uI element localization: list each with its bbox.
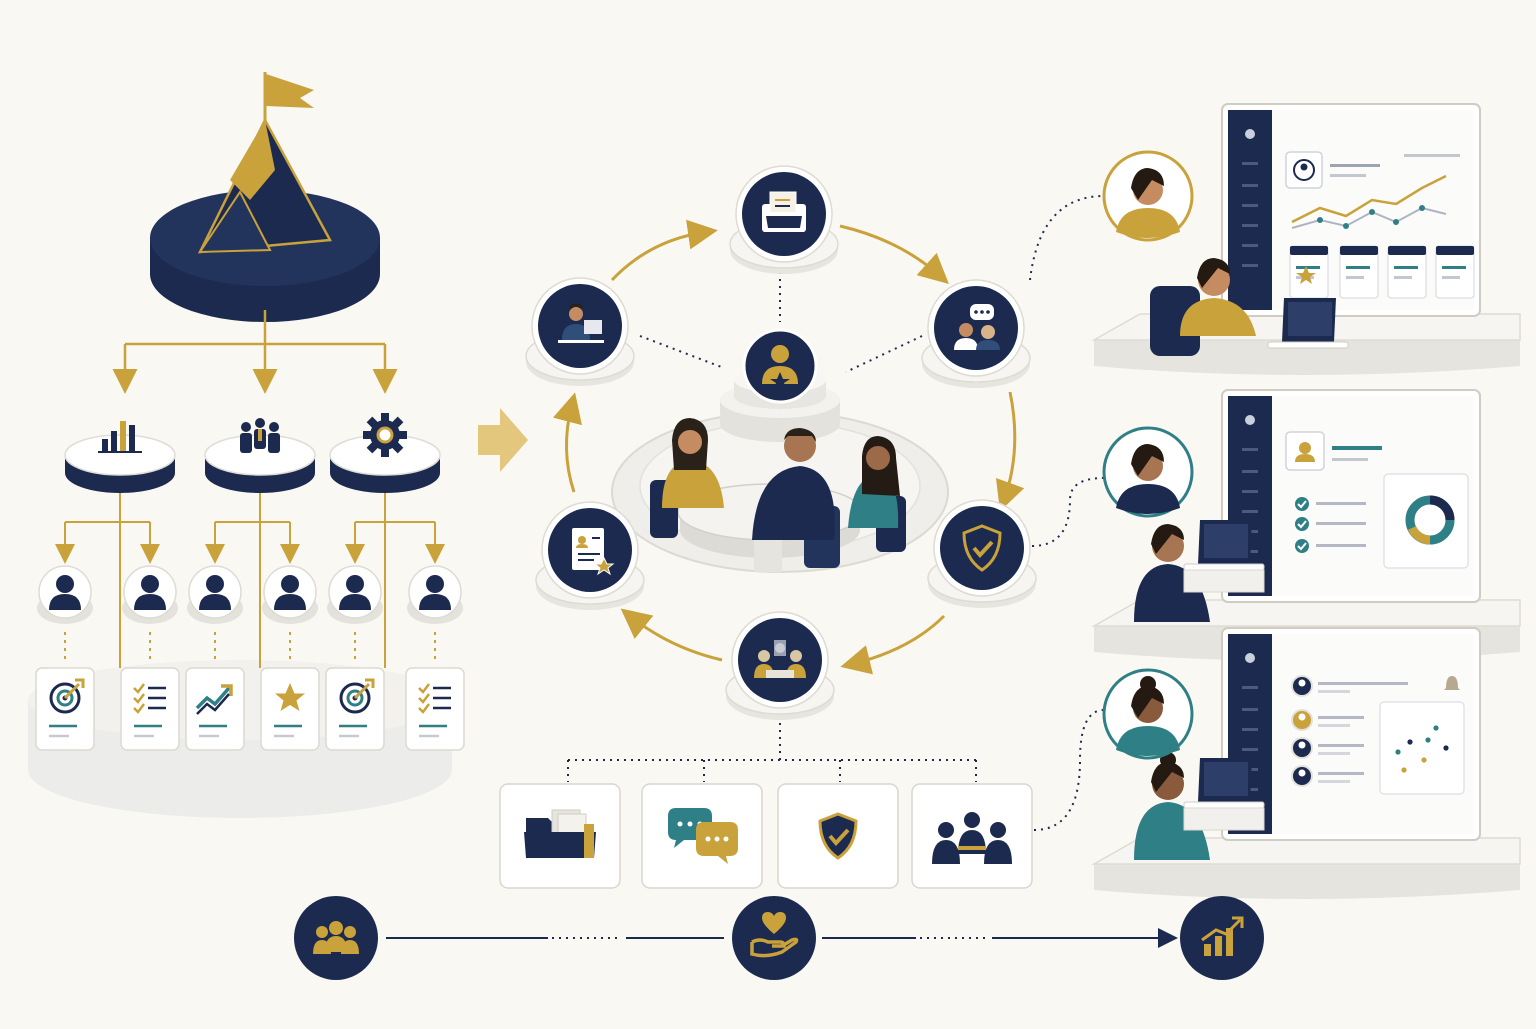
branch-node-3: [329, 413, 441, 493]
meeting-person-navy: [752, 428, 840, 568]
team-meeting-icon: [754, 640, 806, 678]
target-icon: [49, 678, 85, 714]
folder-document-icon: [762, 191, 806, 232]
person-avatar-icon: [274, 575, 306, 610]
checklist-icon: [133, 683, 166, 714]
person-avatar-icon: [134, 575, 166, 610]
person-avatar-icon: [49, 575, 81, 610]
cycle-spokes: [567, 272, 977, 782]
member-node-2: [122, 565, 178, 664]
bar-chart-icon: [98, 421, 142, 453]
branch-node-2: [204, 418, 316, 493]
top-goal-node: [150, 72, 380, 322]
member-node-4: [262, 565, 318, 664]
resource-card-3: [777, 783, 899, 889]
cycle-node-5: [535, 501, 645, 610]
cycle-node-6: [525, 277, 635, 386]
chat-bubbles-icon: [668, 808, 738, 864]
goal-card-5: [325, 667, 385, 751]
center-meeting-scene: [611, 328, 949, 573]
member-node-3: [187, 565, 243, 664]
person-avatar-icon: [199, 575, 231, 610]
cycle-node-3: [927, 499, 1037, 608]
workstation-monitor: [1221, 389, 1481, 603]
laptop-icon: [1183, 758, 1265, 831]
branch-member-connectors: [55, 493, 445, 668]
star-icon: [275, 683, 305, 711]
meeting-person-gold: [650, 418, 724, 538]
cycle-nodes: [525, 165, 1037, 720]
goal-card-2: [120, 667, 180, 751]
flow-arrow: [478, 408, 528, 472]
team-icon: [240, 418, 280, 453]
timeline-node-3: [1180, 896, 1264, 980]
goal-card-1: [35, 667, 95, 751]
cycle-node-4: [725, 611, 835, 720]
timeline-section: [294, 896, 1264, 980]
people-list-dashboard: [1291, 675, 1465, 795]
goal-card-4: [260, 667, 320, 751]
member-node-6: [407, 565, 463, 664]
timeline-node-1: [294, 896, 378, 980]
group-icon: [932, 812, 1012, 864]
checklist-donut-dashboard: [1285, 431, 1469, 569]
woman-avatar-icon: [1102, 150, 1194, 242]
hierarchy-section: [28, 72, 465, 818]
timeline-nodes: [294, 896, 1264, 980]
workstation-1: [1091, 103, 1521, 375]
mountain-flag-icon: [197, 72, 333, 254]
resource-card-2: [641, 783, 763, 889]
branch-nodes: [64, 413, 441, 493]
timeline-node-2: [732, 896, 816, 980]
growth-chart-icon: [1201, 916, 1244, 956]
goal-card-3: [185, 667, 245, 751]
cycle-section: [499, 165, 1037, 889]
person-avatar-icon: [339, 575, 371, 610]
workstation-person: [1150, 258, 1256, 356]
member-nodes: [37, 493, 463, 668]
member-node-1: [37, 565, 93, 664]
laptop-worker-icon: [558, 303, 604, 343]
shield-check-icon: [818, 812, 858, 860]
man-avatar-icon: [1102, 426, 1194, 518]
person-avatar-icon: [419, 575, 451, 610]
resource-card-4: [911, 783, 1033, 889]
laptop-icon: [1267, 298, 1349, 349]
woman-bun-avatar-icon: [1102, 668, 1194, 760]
people-icon: [313, 921, 359, 954]
laptop-icon: [1183, 520, 1265, 593]
conversation-icon: [954, 304, 1000, 350]
certificate-icon: [572, 528, 615, 576]
top-connectors: [112, 310, 398, 394]
line-chart-dashboard: [1285, 151, 1475, 299]
workstation-3: [1091, 627, 1521, 899]
shield-check-icon: [962, 524, 1002, 572]
workstation-list: [1091, 103, 1521, 899]
resource-card-1: [499, 783, 621, 889]
member-node-5: [327, 565, 383, 664]
cycle-arrows: [552, 219, 1025, 675]
workstation-connectors: [1029, 195, 1105, 831]
trend-up-icon: [195, 684, 233, 715]
checklist-icon: [418, 683, 451, 714]
workstation-monitor: [1221, 103, 1481, 317]
goal-card-6: [405, 667, 465, 751]
target-icon: [339, 678, 375, 714]
branch-node-1: [64, 421, 176, 493]
workstation-2: [1091, 389, 1521, 661]
resource-cards: [499, 783, 1033, 889]
cycle-node-1: [729, 165, 839, 274]
workstations-section: [1029, 103, 1521, 899]
cycle-node-2: [921, 279, 1031, 388]
folder-icon: [524, 809, 596, 858]
gear-icon: [363, 413, 407, 457]
heart-hand-icon: [750, 912, 799, 958]
meeting-person-teal: [848, 436, 906, 552]
goal-cards: [35, 667, 465, 751]
person-star-icon: [742, 328, 818, 404]
